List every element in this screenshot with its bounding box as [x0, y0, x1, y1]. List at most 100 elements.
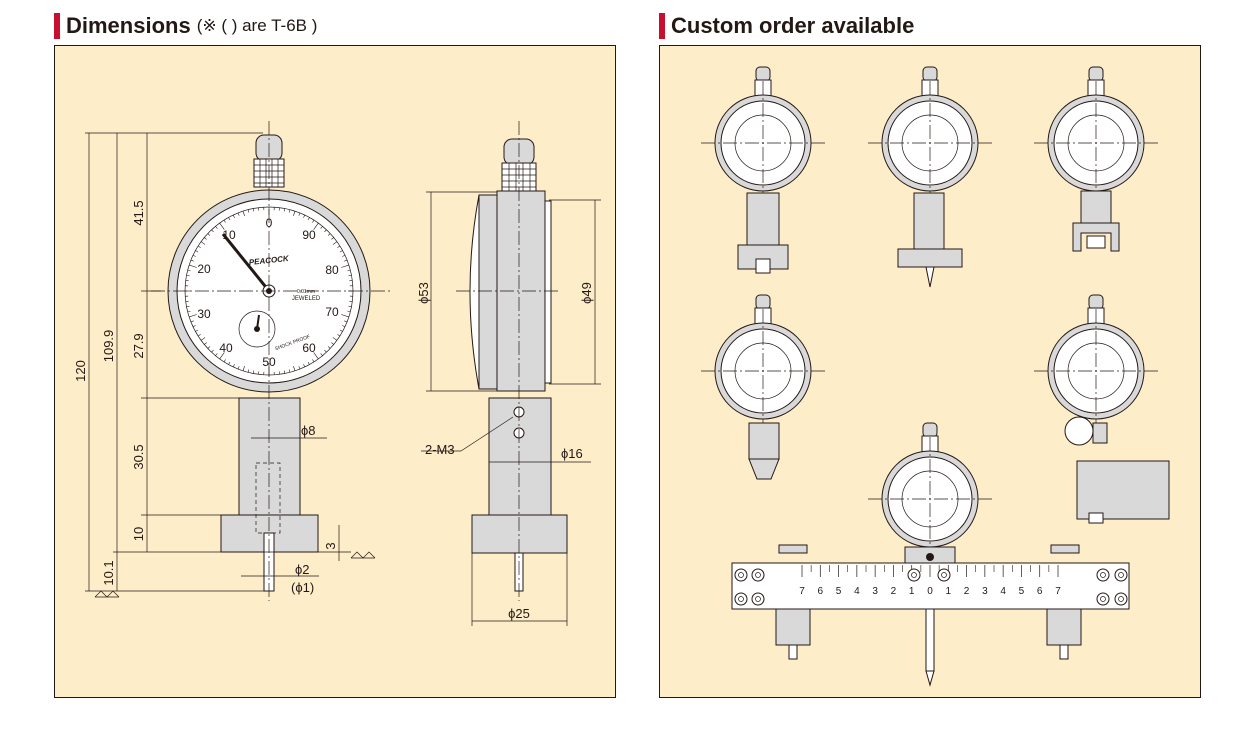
dial-tick: [200, 337, 206, 341]
dial-tick: [337, 245, 341, 248]
dial-tick: [324, 229, 327, 233]
dial-tick: [320, 226, 323, 229]
dial-tick: [348, 305, 352, 308]
scale-label: 3: [982, 586, 988, 597]
dial-tick: [288, 369, 291, 373]
dial-tick: [252, 208, 255, 212]
beam-hole-inner: [941, 572, 947, 578]
ground-symbol: [350, 551, 376, 559]
dial-num-30: 30: [197, 307, 211, 321]
dial-tick: [242, 211, 245, 216]
variant-head: [1034, 294, 1158, 433]
dial-tick: [283, 208, 286, 212]
dial-unit: 0.01mm: [297, 289, 315, 295]
dimensions-title: Dimensions: [66, 13, 191, 38]
v4-cone: [748, 458, 780, 480]
beam-hole: [907, 568, 921, 582]
side-base: [471, 514, 568, 554]
dial-tick: [190, 259, 194, 262]
beam-hole-inner: [1100, 572, 1106, 578]
dial-num-20: 20: [197, 262, 211, 276]
v4-sleeve: [748, 422, 780, 460]
dim-phi16: ϕ16: [561, 446, 583, 461]
beam-hole-inner: [1118, 572, 1124, 578]
dial-tick: [327, 346, 331, 349]
dial-tick: [332, 337, 338, 341]
custom-order-heading: Custom order available: [659, 12, 914, 40]
heading-marker: [54, 13, 60, 39]
dial-tick: [252, 370, 255, 374]
dial-tick: [341, 264, 349, 268]
dial-tick: [237, 366, 240, 370]
extension-lines: [85, 132, 351, 592]
vertical-dimension-lines: [88, 133, 148, 591]
beam-hole-inner: [911, 572, 917, 578]
dial-tick: [303, 214, 306, 218]
v6-left-leg: [775, 608, 811, 646]
dial-tick: [232, 214, 235, 218]
dial-tick: [339, 329, 343, 332]
dial-tick: [307, 217, 310, 221]
dial-tick: [307, 361, 310, 365]
dial-tick: [344, 259, 348, 262]
dial-tick: [341, 314, 349, 318]
v5-roller: [1064, 416, 1094, 446]
dial-tick: [187, 310, 191, 313]
spindle-sleeve: [238, 397, 301, 516]
dial-tick: [187, 269, 191, 272]
v6-right-knob: [1050, 544, 1080, 554]
dimensions-panel: 0 90 80 70 60 50 40 30 20 10 PEACOCK 0.0…: [54, 45, 616, 698]
dial-tick: [312, 359, 315, 363]
variant-stem-cap: [922, 422, 938, 438]
v6-center-rod: [925, 608, 935, 672]
dial-num-50: 50: [262, 355, 276, 369]
dial-tick: [192, 254, 196, 257]
dial-tick: [200, 241, 206, 245]
dim-phi2: ϕ2: [295, 562, 310, 577]
scale-label: 2: [891, 586, 897, 597]
dial-tick: [332, 241, 338, 245]
beam-hole: [751, 568, 765, 582]
dim-120: 120: [73, 360, 88, 382]
dial-tick: [247, 209, 250, 213]
dial-tick: [242, 366, 245, 371]
beam-hole: [751, 592, 765, 606]
beam-hole-inner: [1100, 596, 1106, 602]
variant-stem-cap: [755, 66, 771, 82]
scale-label: 5: [1019, 586, 1025, 597]
dimensions-note: (※ ( ) are T-6B ): [196, 16, 318, 35]
dim-phi49: ϕ49: [579, 282, 594, 304]
dial-pointer: [221, 233, 271, 292]
dial-num-70: 70: [325, 305, 339, 319]
dial-tick: [186, 274, 190, 277]
dial-jeweled: JEWELED: [292, 296, 321, 302]
dial-tick: [347, 269, 351, 272]
scale-ticks: [801, 565, 1059, 577]
dial-tick: [189, 314, 197, 318]
beam-hole: [734, 568, 748, 582]
scale-label: 6: [818, 586, 824, 597]
dial-tick: [219, 352, 225, 360]
beam-hole: [1114, 568, 1128, 582]
dial-tick: [313, 352, 319, 360]
dimensions-heading: Dimensions (※ ( ) are T-6B ): [54, 12, 317, 40]
dial-tick: [192, 325, 196, 328]
v3-sleeve: [1080, 190, 1112, 224]
variant-stem-cap: [922, 66, 938, 82]
scale-label: 1: [946, 586, 952, 597]
beam-hole-inner: [1118, 596, 1124, 602]
beam-hole: [1114, 592, 1128, 606]
v2-sleeve: [913, 192, 945, 250]
dial-tick: [324, 349, 327, 353]
scale-label: 6: [1037, 586, 1043, 597]
v3-fork: [1072, 222, 1120, 252]
dial-tick: [232, 364, 235, 368]
dial-tick: [293, 211, 296, 216]
v5-tip: [1088, 512, 1104, 524]
dial-num-90: 90: [302, 228, 316, 242]
dim-10: 10: [131, 527, 146, 541]
dial-tick: [228, 217, 231, 221]
side-sleeve: [488, 397, 552, 516]
variant-head: [701, 294, 825, 433]
